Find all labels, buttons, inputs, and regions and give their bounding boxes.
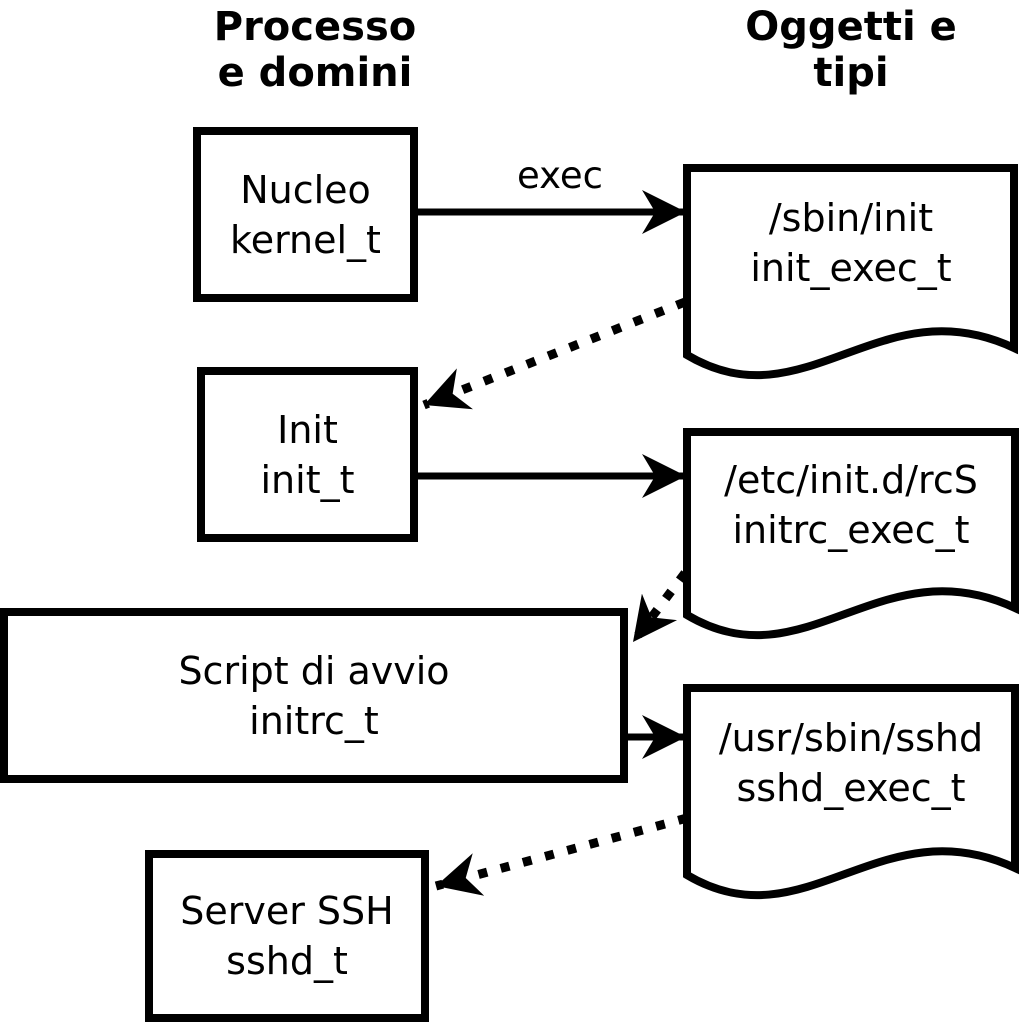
document-label-init-exec-path: /sbin/init <box>768 196 934 240</box>
document-label-initrc-exec: /etc/init.d/rcS initrc_exec_t <box>687 430 1015 580</box>
document-label-initrc-exec-path: /etc/init.d/rcS <box>724 458 978 502</box>
document-label-sshd-exec-path: /usr/sbin/sshd <box>718 716 984 760</box>
document-shape-initrc-exec <box>683 428 1019 640</box>
document-shape-sshd-exec <box>683 684 1019 900</box>
column-header-objects-line1: Oggetti e <box>745 4 957 50</box>
process-box-initrc-type: initrc_t <box>249 698 379 743</box>
document-shape-init-exec <box>683 164 1018 380</box>
process-box-init: Init init_t <box>197 367 418 542</box>
document-label-init-exec-type: init_exec_t <box>750 246 952 290</box>
document-label-init-exec: /sbin/init init_exec_t <box>687 168 1015 318</box>
process-box-kernel: Nucleo kernel_t <box>193 127 418 302</box>
process-box-sshd-type: sshd_t <box>226 939 348 983</box>
process-box-sshd-name: Server SSH <box>180 889 394 933</box>
process-box-sshd: Server SSH sshd_t <box>145 850 429 1022</box>
column-header-processes: Processo e domini <box>150 4 480 96</box>
process-box-init-name: Init <box>277 407 338 452</box>
dotted-arrow-initrc-exec-to-initrc <box>629 570 689 645</box>
process-box-initrc-name: Script di avvio <box>178 648 450 693</box>
process-box-initrc: Script di avvio initrc_t <box>0 608 628 783</box>
document-label-initrc-exec-type: initrc_exec_t <box>732 508 970 552</box>
column-header-objects: Oggetti e tipi <box>690 4 1012 96</box>
column-header-processes-line2: e domini <box>217 50 413 96</box>
column-header-processes-line1: Processo <box>213 4 417 50</box>
exec-arrow-label: exec <box>517 154 603 197</box>
document-label-sshd-exec: /usr/sbin/sshd sshd_exec_t <box>687 688 1015 838</box>
process-box-kernel-name: Nucleo <box>240 167 371 212</box>
dotted-arrow-init-exec-to-init <box>422 297 687 410</box>
process-box-init-type: init_t <box>260 457 355 502</box>
document-label-sshd-exec-type: sshd_exec_t <box>736 766 966 810</box>
column-header-objects-line2: tipi <box>813 50 889 96</box>
dotted-arrow-sshd-exec-to-sshd <box>434 813 689 896</box>
process-box-kernel-type: kernel_t <box>230 217 381 262</box>
